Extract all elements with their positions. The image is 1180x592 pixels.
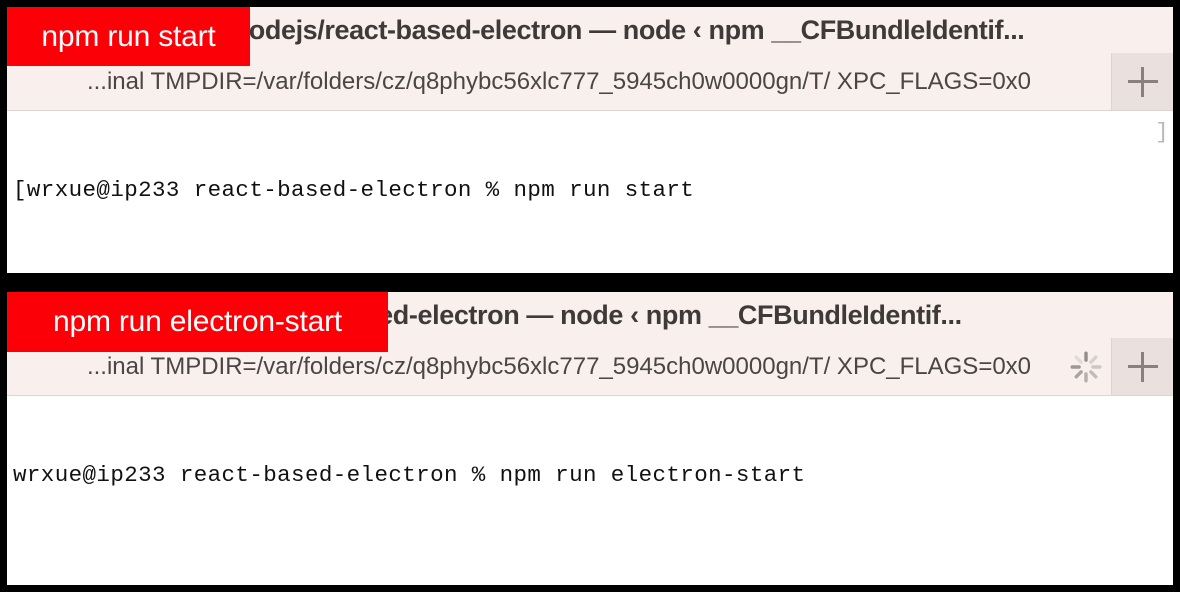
prompt-mark-bracket-right: ] bbox=[1155, 119, 1169, 145]
tabstrip-1: ...inal TMPDIR=/var/folders/cz/q8phybc56… bbox=[7, 53, 1173, 111]
terminal-line bbox=[7, 548, 1173, 577]
tab-label-1: ...inal TMPDIR=/var/folders/cz/q8phybc56… bbox=[86, 67, 1032, 95]
terminal-line: [wrxue@ip233 react-based-electron % npm … bbox=[13, 177, 695, 203]
tab-label-2: ...inal TMPDIR=/var/folders/cz/q8phybc56… bbox=[86, 352, 1032, 380]
plus-icon bbox=[1127, 66, 1158, 97]
new-tab-button-1[interactable] bbox=[1111, 53, 1173, 110]
plus-icon bbox=[1127, 351, 1158, 382]
terminal-output-1[interactable]: [wrxue@ip233 react-based-electron % npm … bbox=[7, 111, 1173, 272]
new-tab-button-2[interactable] bbox=[1111, 338, 1173, 395]
window-title-1: sktop/nodejs/react-based-electron — node… bbox=[155, 14, 1025, 45]
annotation-badge-1-label: npm run start bbox=[41, 19, 216, 53]
terminal-line: wrxue@ip233 react-based-electron % npm r… bbox=[13, 462, 806, 488]
loading-spinner-icon bbox=[1069, 350, 1103, 384]
terminal-output-2[interactable]: wrxue@ip233 react-based-electron % npm r… bbox=[7, 396, 1173, 584]
tab-1[interactable]: ...inal TMPDIR=/var/folders/cz/q8phybc56… bbox=[7, 53, 1111, 110]
annotation-badge-2: npm run electron-start bbox=[7, 292, 388, 352]
annotation-badge-1: npm run start bbox=[7, 7, 250, 66]
terminal-window-1: sktop/nodejs/react-based-electron — node… bbox=[7, 7, 1173, 273]
annotation-badge-2-label: npm run electron-start bbox=[52, 305, 343, 338]
tab-2[interactable]: ...inal TMPDIR=/var/folders/cz/q8phybc56… bbox=[7, 338, 1111, 395]
terminal-line bbox=[7, 263, 1173, 272]
tabstrip-2: ...inal TMPDIR=/var/folders/cz/q8phybc56… bbox=[7, 338, 1173, 396]
